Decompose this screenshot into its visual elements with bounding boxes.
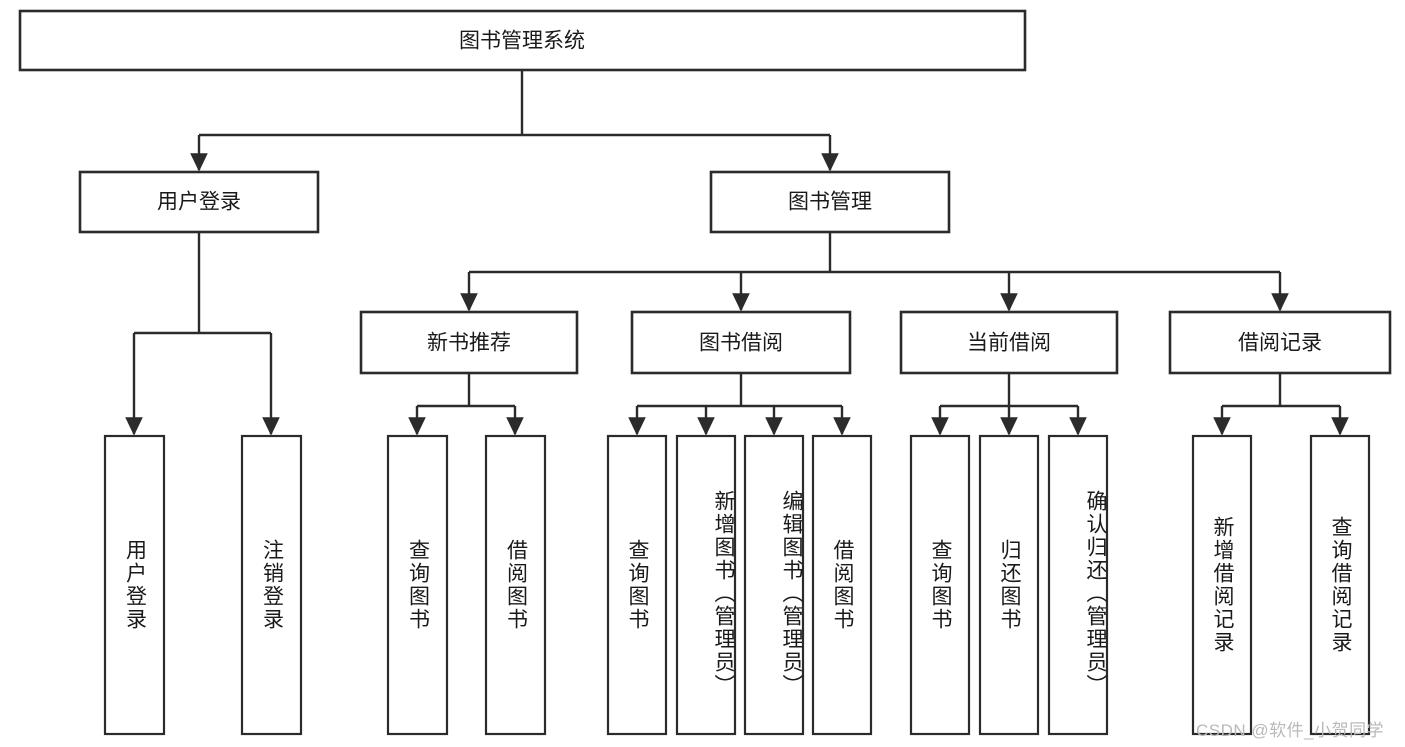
node-root-label: 图书管理系统: [459, 30, 585, 53]
leaf-boxes: [103, 434, 1371, 736]
node-book-borrow-box[interactable]: [630, 310, 852, 375]
csdn-watermark: CSDN @软件_小贺同学: [1196, 721, 1385, 740]
node-user-login-box[interactable]: [78, 170, 320, 234]
leaf-query-book-2-box[interactable]: [606, 434, 668, 736]
leaf-borrow-book-2-box[interactable]: [811, 434, 873, 736]
leaf-query-book-1-box[interactable]: [386, 434, 449, 736]
node-borrow-record-box[interactable]: [1168, 310, 1392, 375]
node-borrow-record-label: 借阅记录: [1238, 332, 1322, 355]
connectors: [125, 70, 1349, 436]
leaf-edit-book-box[interactable]: [743, 434, 805, 736]
node-book-manage-label: 图书管理: [788, 191, 872, 214]
node-current-borrow[interactable]: 当前借阅: [899, 310, 1119, 375]
leaf-return-book-box[interactable]: [978, 434, 1040, 736]
leaf-borrow-book-1-box[interactable]: [484, 434, 547, 736]
node-root[interactable]: 图书管理系统: [18, 9, 1027, 72]
leaf-user-logout-box[interactable]: [240, 434, 303, 736]
node-current-borrow-label: 当前借阅: [967, 332, 1051, 355]
node-root-box[interactable]: [18, 9, 1027, 72]
node-book-manage-box[interactable]: [709, 170, 951, 234]
leaf-add-book-box[interactable]: [675, 434, 737, 736]
node-borrow-record[interactable]: 借阅记录: [1168, 310, 1392, 375]
leaf-user-login-box[interactable]: [103, 434, 166, 736]
node-user-login-label: 用户登录: [157, 191, 241, 214]
node-new-book-recommend[interactable]: 新书推荐: [359, 310, 579, 375]
node-book-borrow-label: 图书借阅: [699, 332, 783, 355]
node-current-borrow-box[interactable]: [899, 310, 1119, 375]
leaf-query-book-3-box[interactable]: [909, 434, 971, 736]
node-user-login[interactable]: 用户登录: [78, 170, 320, 234]
leaf-confirm-return-box[interactable]: [1047, 434, 1109, 736]
node-new-book-recommend-box[interactable]: [359, 310, 579, 375]
node-new-book-recommend-label: 新书推荐: [427, 332, 511, 355]
leaf-query-record-box[interactable]: [1309, 434, 1371, 736]
node-book-borrow[interactable]: 图书借阅: [630, 310, 852, 375]
node-book-manage[interactable]: 图书管理: [709, 170, 951, 234]
leaf-add-record-box[interactable]: [1191, 434, 1253, 736]
